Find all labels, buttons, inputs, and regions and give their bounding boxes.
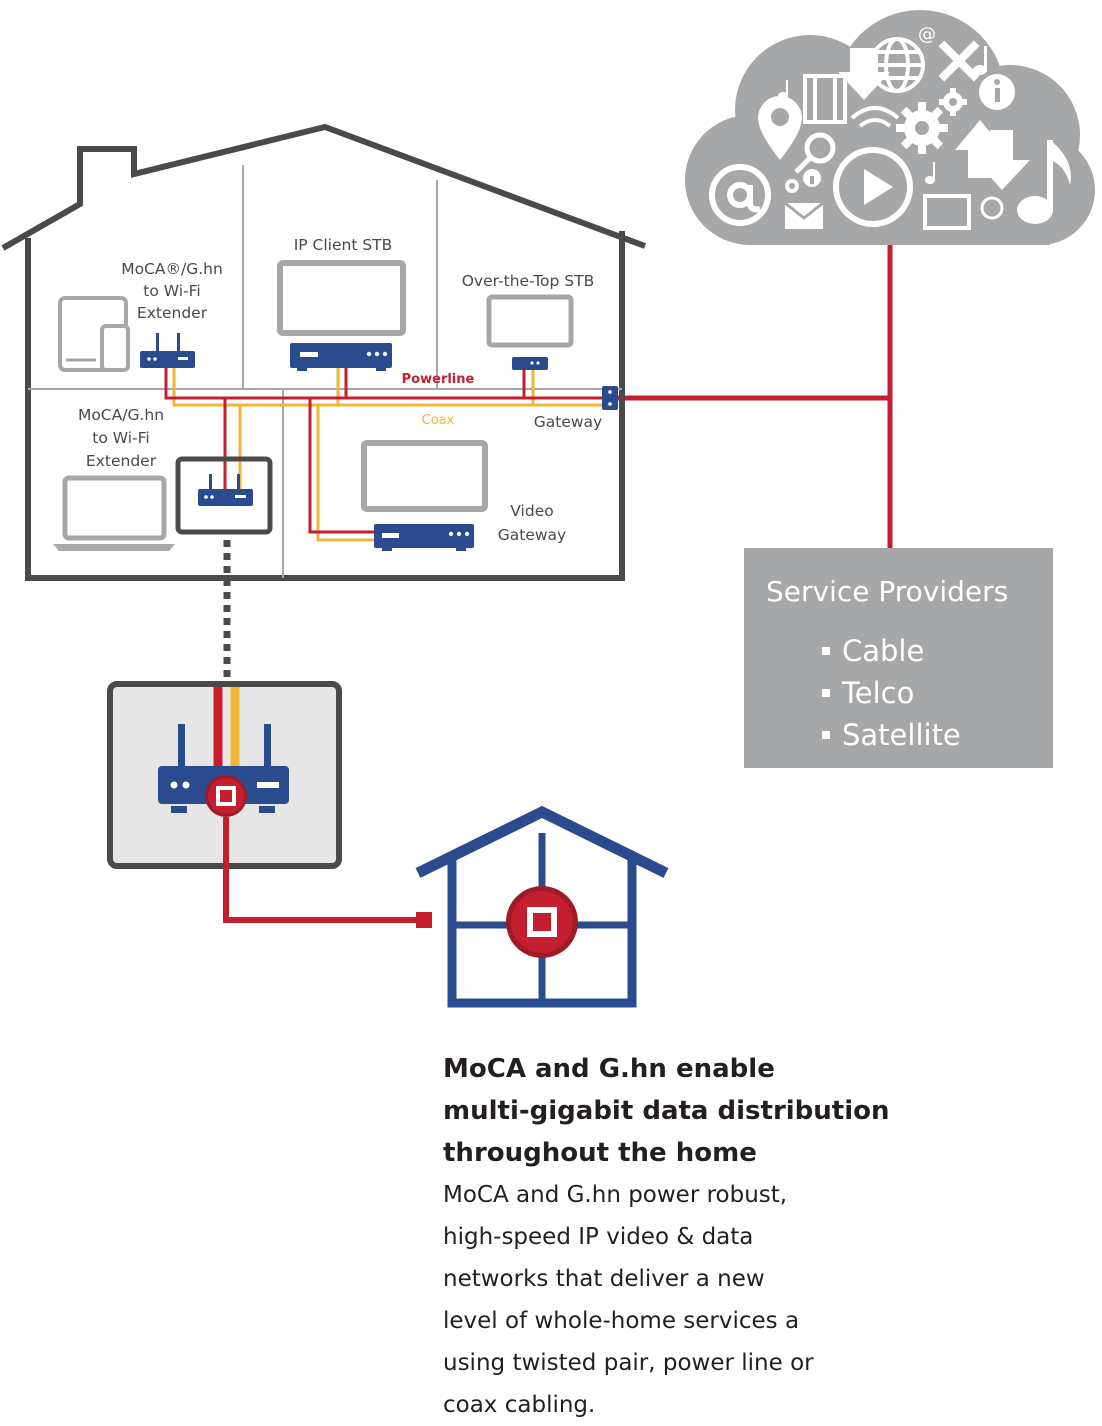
play-triangle — [864, 169, 893, 205]
music-note-icon — [778, 46, 1071, 224]
svg-text:@: @ — [918, 24, 936, 45]
label-moca-top-line2: to Wi-Fi — [143, 282, 200, 300]
label-moca-top-line3: Extender — [137, 304, 208, 322]
provider-telco: Telco — [841, 676, 914, 710]
extender-frame — [175, 456, 273, 535]
cloud: @ — [685, 10, 1095, 245]
caption-headline: MoCA and G.hn enable multi-gigabit data … — [443, 1054, 890, 1168]
wifi-extender-top-router — [140, 333, 195, 368]
play-icon — [833, 147, 913, 227]
label-video-gateway-line1: Video — [510, 502, 553, 520]
label-moca-bottom-line3: Extender — [86, 452, 157, 470]
powerline-wiring — [164, 368, 605, 534]
location-pin-icon — [758, 96, 802, 160]
gear-icon — [896, 102, 948, 154]
service-providers-title: Service Providers — [766, 575, 1008, 608]
laptop — [53, 475, 175, 551]
magnifier-icon — [794, 132, 836, 174]
wifi-extender-bottom-router — [198, 474, 253, 506]
caption: MoCA and G.hn enable multi-gigabit data … — [443, 1048, 1083, 1426]
ip-client-tv — [277, 260, 406, 371]
label-ott-stb: Over-the-Top STB — [462, 272, 595, 290]
mail-icon — [784, 201, 824, 229]
video-gateway-tv — [361, 440, 488, 551]
label-gateway: Gateway — [534, 413, 602, 431]
label-moca-bottom-line2: to Wi-Fi — [92, 429, 149, 447]
info-icon — [803, 74, 1015, 187]
whole-home-house — [415, 805, 669, 1008]
film-icon — [803, 74, 847, 124]
label-moca-top-line1: MoCA®/G.hn — [121, 260, 223, 278]
label-ip-client-stb: IP Client STB — [294, 236, 393, 254]
tools-icon — [938, 40, 980, 82]
chip-icon — [205, 775, 247, 817]
label-powerline: Powerline — [402, 372, 475, 387]
enlarged-extender — [107, 681, 342, 869]
at-icon — [709, 164, 771, 226]
gateway-device — [602, 386, 618, 410]
label-video-gateway-line2: Gateway — [498, 526, 566, 544]
label-coax: Coax — [422, 413, 455, 428]
house-labels: MoCA®/G.hn to Wi-Fi Extender IP Client S… — [78, 236, 602, 544]
wifi-icon — [850, 106, 900, 128]
tablet-and-phone — [58, 296, 130, 372]
image-icon — [923, 194, 971, 230]
chip-icon — [506, 886, 578, 958]
provider-satellite: Satellite — [842, 718, 961, 752]
label-moca-bottom-line1: MoCA/G.hn — [78, 406, 164, 424]
arrows-icon — [838, 48, 1030, 190]
service-providers-box: Service Providers Cable Telco Satellite — [744, 548, 1053, 768]
main-house — [1, 123, 647, 581]
caption-body: MoCA and G.hn power robust, high-speed I… — [443, 1182, 814, 1418]
provider-cable: Cable — [842, 634, 924, 668]
extender-to-home-link — [223, 817, 418, 923]
ott-tv — [486, 294, 574, 370]
provider-links — [618, 245, 893, 548]
